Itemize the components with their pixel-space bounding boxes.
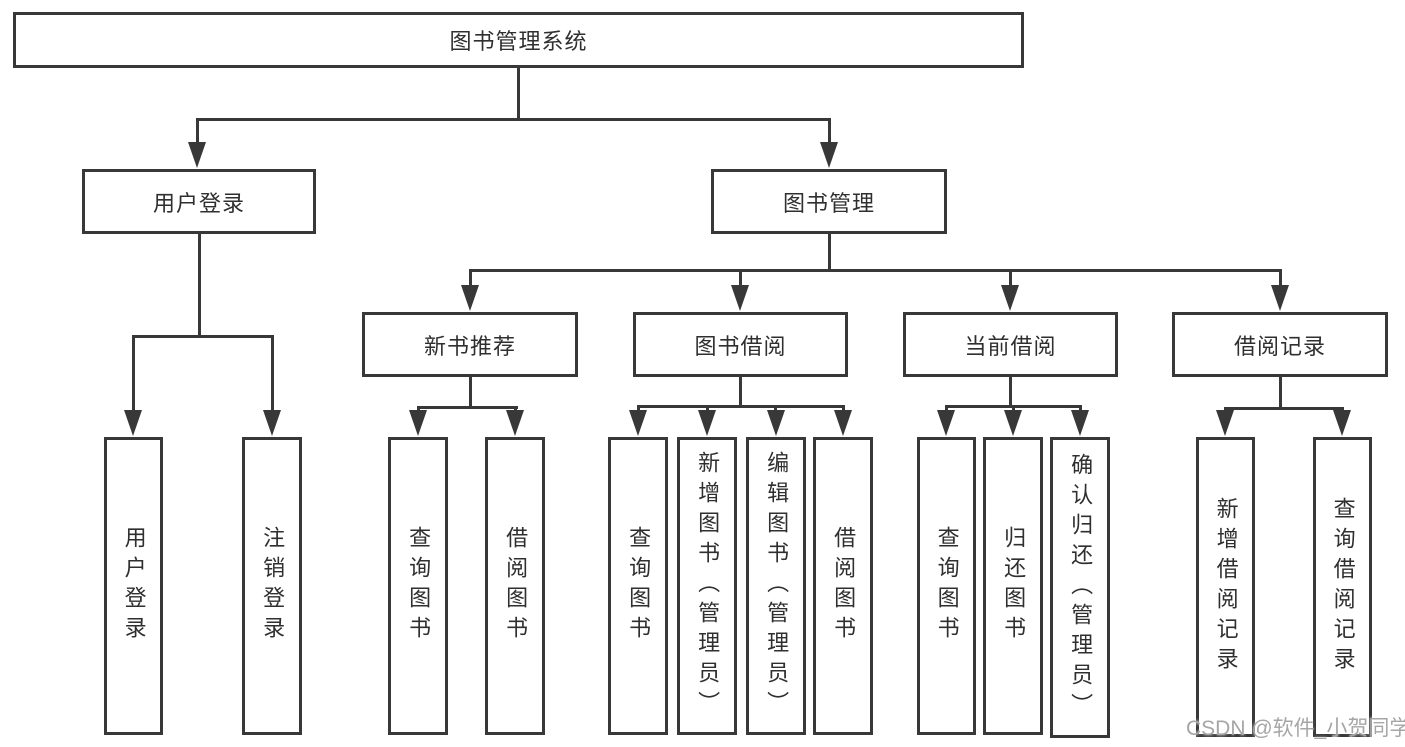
arrow-down bbox=[834, 410, 852, 436]
arrow-down bbox=[937, 410, 955, 436]
node-book-management-label: 图书管理 bbox=[782, 190, 875, 216]
watermark: CSDN @软件_小贺同学 bbox=[1186, 717, 1405, 740]
node-book-borrowing: 图书借阅 bbox=[633, 312, 848, 377]
leaf-query-book-current: 查询图书 bbox=[917, 437, 976, 735]
arrow-down bbox=[188, 142, 206, 168]
connector-line bbox=[828, 233, 831, 271]
connector-line bbox=[469, 269, 472, 289]
node-current-borrowing: 当前借阅 bbox=[903, 312, 1118, 377]
leaf-return-book: 归还图书 bbox=[983, 437, 1043, 735]
arrow-down bbox=[698, 410, 716, 436]
connector-line bbox=[132, 335, 135, 415]
connector-line bbox=[1279, 376, 1282, 409]
arrow-down bbox=[1001, 285, 1019, 311]
leaf-query-borrow-record: 查询借阅记录 bbox=[1313, 437, 1372, 737]
connector-line bbox=[417, 406, 518, 409]
leaf-query-book-borrowing: 查询图书 bbox=[608, 437, 668, 735]
connector-line bbox=[1224, 407, 1343, 410]
arrow-down bbox=[263, 410, 281, 436]
connector-line bbox=[469, 376, 472, 408]
leaf-borrow-book-recommend: 借阅图书 bbox=[485, 437, 545, 735]
arrow-down bbox=[1004, 410, 1022, 436]
leaf-return-book-label: 归还图书 bbox=[1001, 526, 1027, 646]
leaf-borrow-book-recommend-label: 借阅图书 bbox=[503, 526, 529, 646]
connector-line bbox=[828, 118, 831, 148]
leaf-query-book-borrowing-label: 查询图书 bbox=[626, 526, 652, 646]
leaf-user-login-label: 用户登录 bbox=[121, 526, 147, 646]
arrow-down bbox=[820, 142, 838, 168]
connector-line bbox=[1009, 376, 1012, 407]
arrow-down bbox=[629, 410, 647, 436]
node-new-book-recommendation-label: 新书推荐 bbox=[423, 333, 516, 359]
leaf-edit-book-admin: 编辑图书（管理员） bbox=[746, 437, 806, 735]
connector-line bbox=[517, 66, 520, 120]
leaf-confirm-return-admin: 确认归还（管理员） bbox=[1050, 437, 1110, 738]
node-root: 图书管理系统 bbox=[13, 12, 1024, 68]
node-book-borrowing-label: 图书借阅 bbox=[694, 333, 787, 359]
node-root-label: 图书管理系统 bbox=[449, 29, 588, 54]
connector-line bbox=[1009, 269, 1012, 289]
arrow-down bbox=[731, 285, 749, 311]
connector-line bbox=[1279, 269, 1282, 289]
arrow-down bbox=[1216, 410, 1234, 436]
leaf-add-borrow-record: 新增借阅记录 bbox=[1196, 437, 1255, 737]
leaf-edit-book-admin-label: 编辑图书（管理员） bbox=[764, 451, 790, 721]
leaf-logout-login-label: 注销登录 bbox=[260, 526, 286, 646]
connector-line bbox=[739, 269, 742, 289]
leaf-borrow-book-label: 借阅图书 bbox=[831, 526, 857, 646]
leaf-add-book-admin: 新增图书（管理员） bbox=[677, 437, 737, 735]
node-user-login-label: 用户登录 bbox=[152, 190, 245, 216]
node-borrowing-records-label: 借阅记录 bbox=[1233, 333, 1326, 359]
connector-line bbox=[637, 405, 845, 408]
arrow-down bbox=[124, 410, 142, 436]
connector-line bbox=[739, 376, 742, 407]
arrow-down bbox=[461, 285, 479, 311]
node-book-management: 图书管理 bbox=[711, 169, 947, 234]
arrow-down bbox=[409, 410, 427, 436]
leaf-query-book-recommend-label: 查询图书 bbox=[406, 526, 432, 646]
connector-line bbox=[196, 118, 199, 148]
leaf-logout-login: 注销登录 bbox=[242, 437, 302, 735]
connector-line bbox=[196, 118, 830, 121]
node-borrowing-records: 借阅记录 bbox=[1172, 312, 1388, 377]
leaf-add-borrow-record-label: 新增借阅记录 bbox=[1213, 497, 1239, 677]
node-current-borrowing-label: 当前借阅 bbox=[964, 333, 1057, 359]
leaf-user-login: 用户登录 bbox=[104, 437, 163, 735]
connector-line bbox=[271, 335, 274, 415]
node-user-login: 用户登录 bbox=[82, 169, 316, 234]
leaf-query-book-recommend: 查询图书 bbox=[388, 437, 448, 735]
leaf-query-borrow-record-label: 查询借阅记录 bbox=[1330, 497, 1356, 677]
connector-line bbox=[132, 335, 274, 338]
leaf-add-book-admin-label: 新增图书（管理员） bbox=[695, 451, 721, 721]
connector-line bbox=[469, 269, 1282, 272]
arrow-down bbox=[767, 410, 785, 436]
arrow-down bbox=[506, 410, 524, 436]
leaf-borrow-book: 借阅图书 bbox=[813, 437, 873, 735]
arrow-down bbox=[1271, 285, 1289, 311]
node-new-book-recommendation: 新书推荐 bbox=[362, 312, 578, 377]
connector-line bbox=[198, 232, 201, 337]
arrow-down bbox=[1071, 410, 1089, 436]
leaf-confirm-return-admin-label: 确认归还（管理员） bbox=[1068, 452, 1094, 723]
arrow-down bbox=[1333, 410, 1351, 436]
leaf-query-book-current-label: 查询图书 bbox=[934, 526, 960, 646]
